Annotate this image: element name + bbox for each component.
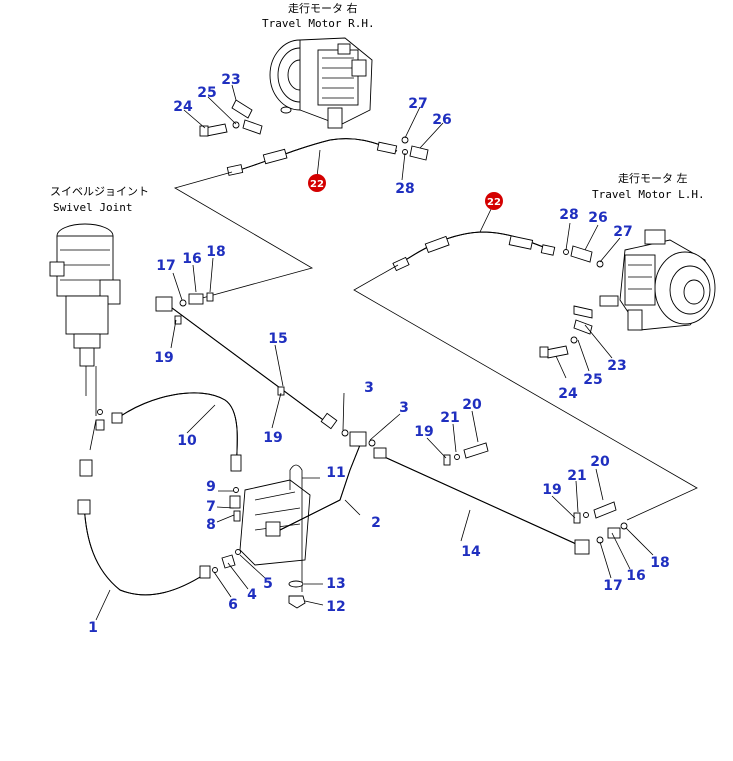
callout-4: 4 xyxy=(247,587,257,603)
travel-motor-lh-title-jp: 走行モータ 左 xyxy=(618,172,688,185)
callout-2: 2 xyxy=(371,515,381,531)
swivel-joint-title-en: Swivel Joint xyxy=(53,201,132,214)
callout-19c: 19 xyxy=(414,424,433,440)
callout-28-lh: 28 xyxy=(559,207,578,223)
callout-18a: 18 xyxy=(206,244,225,260)
callout-20b: 20 xyxy=(590,454,610,470)
rh-fitting-26 xyxy=(409,145,429,161)
callout-14: 14 xyxy=(461,544,481,560)
callout-17a: 17 xyxy=(156,258,175,274)
badge-22-lh-label: 22 xyxy=(487,197,501,208)
valve-block xyxy=(229,479,311,566)
callout-8: 8 xyxy=(206,517,216,533)
callout-19b: 19 xyxy=(263,430,282,446)
callout-23-rh: 23 xyxy=(221,72,240,88)
badge-22-rh xyxy=(308,174,326,192)
u-bolt-11 xyxy=(288,464,306,609)
hose-14 xyxy=(341,429,628,555)
hose-22-lh xyxy=(392,231,556,272)
callout-19d: 19 xyxy=(542,482,561,498)
callout-9: 9 xyxy=(206,479,216,495)
callout-27-lh: 27 xyxy=(613,224,632,240)
callout-25-rh: 25 xyxy=(197,85,216,101)
callout-21a: 21 xyxy=(440,410,459,426)
callout-16b: 16 xyxy=(626,568,645,584)
callout-26-rh: 26 xyxy=(432,112,451,128)
callout-10: 10 xyxy=(177,433,197,449)
badge-22-lh xyxy=(485,192,503,210)
callout-1: 1 xyxy=(88,620,98,636)
badge-22-rh-label: 22 xyxy=(310,179,324,190)
callout-27-rh: 27 xyxy=(408,96,427,112)
hose-1 xyxy=(77,499,241,596)
callout-23-lh: 23 xyxy=(607,358,626,374)
travel-motor-rh-title-en: Travel Motor R.H. xyxy=(262,17,375,30)
lh-fittings xyxy=(539,245,604,359)
callout-3a: 3 xyxy=(364,380,374,396)
callout-24-lh: 24 xyxy=(558,386,578,402)
hose-22-rh xyxy=(226,138,398,176)
rh-bracket-23 xyxy=(231,99,253,119)
callout-7: 7 xyxy=(206,499,216,515)
callout-26-lh: 26 xyxy=(588,210,607,226)
pipe-2 xyxy=(279,431,367,531)
travel-motor-rh xyxy=(269,37,373,129)
callout-21b: 21 xyxy=(567,468,586,484)
callout-13: 13 xyxy=(326,576,345,592)
leader-lines xyxy=(89,84,654,621)
callout-12: 12 xyxy=(326,599,345,615)
pipe-15 xyxy=(155,292,338,430)
callout-15: 15 xyxy=(268,331,287,347)
callout-18b: 18 xyxy=(650,555,669,571)
callout-6: 6 xyxy=(228,597,238,613)
hose-10 xyxy=(111,392,242,493)
callout-20a: 20 xyxy=(462,397,482,413)
swivel-joint xyxy=(49,223,121,477)
callout-28-rh: 28 xyxy=(395,181,414,197)
callout-11: 11 xyxy=(326,465,345,481)
callout-16a: 16 xyxy=(182,251,201,267)
callout-24-rh: 24 xyxy=(173,99,193,115)
swivel-joint-title-jp: スイベルジョイント xyxy=(50,185,149,198)
callout-25-lh: 25 xyxy=(583,372,602,388)
travel-motor-lh xyxy=(599,229,716,331)
callout-17b: 17 xyxy=(603,578,622,594)
routing-lines xyxy=(173,171,698,521)
rh-fittings xyxy=(199,99,429,161)
travel-motor-rh-title-jp: 走行モータ 右 xyxy=(288,1,358,15)
callout-5: 5 xyxy=(263,576,273,592)
callout-numbers: 23 25 24 27 26 28 28 26 27 23 25 24 17 1… xyxy=(88,72,670,636)
travel-motor-lh-title-en: Travel Motor L.H. xyxy=(592,188,705,201)
callout-19a: 19 xyxy=(154,350,173,366)
callout-3b: 3 xyxy=(399,400,409,416)
